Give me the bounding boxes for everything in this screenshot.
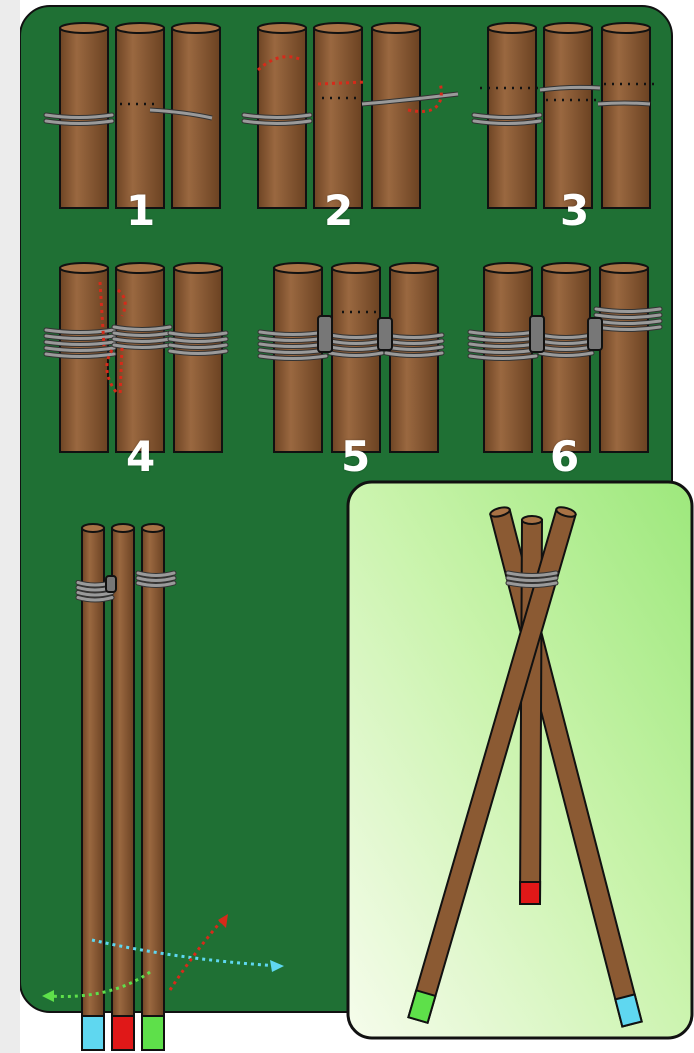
pole-top (600, 263, 648, 273)
frapping-turn (588, 318, 602, 350)
step-label-3: 3 (560, 190, 589, 232)
pole-top (258, 23, 306, 33)
tall-pole-tip-marker (112, 1016, 134, 1050)
tall-pole-tip-marker (142, 1016, 164, 1050)
leg-top (522, 516, 542, 524)
pole-top (116, 263, 164, 273)
pole-top (332, 263, 380, 273)
frapping-turn (378, 318, 392, 350)
step-label-1: 1 (126, 190, 155, 232)
pole-top (172, 23, 220, 33)
tall-pole (112, 524, 134, 1050)
pole-top (542, 263, 590, 273)
step-label-5: 5 (341, 436, 370, 478)
step-label-4: 4 (126, 436, 155, 478)
pole-body (544, 28, 592, 208)
pole-body (390, 268, 438, 452)
step-label-6: 6 (550, 436, 579, 478)
pole (314, 23, 362, 208)
tall-pole-tip-marker (82, 1016, 104, 1050)
pole-top (602, 23, 650, 33)
pole-top (544, 23, 592, 33)
pole-top (314, 23, 362, 33)
pole-top (390, 263, 438, 273)
pole-top (488, 23, 536, 33)
tall-pole-top (82, 524, 104, 532)
rope-end (598, 103, 650, 104)
pole (174, 263, 222, 452)
step-5-illustration (260, 263, 442, 452)
pole (116, 23, 164, 208)
pole (372, 23, 420, 208)
step-label-2: 2 (324, 190, 353, 232)
tall-pole (142, 524, 164, 1050)
pole-body (60, 268, 108, 452)
pole-top (116, 23, 164, 33)
frapping-turn (530, 316, 544, 352)
pole-body (174, 268, 222, 452)
pole-body (372, 28, 420, 208)
tall-pole-body (142, 528, 164, 1016)
pole-body (116, 28, 164, 208)
pole-body (314, 28, 362, 208)
pole-body (332, 268, 380, 452)
pole (602, 23, 650, 208)
tall-pole-top (142, 524, 164, 532)
pole-body (542, 268, 590, 452)
pole (600, 263, 648, 452)
pole-top (274, 263, 322, 273)
step-1-illustration (46, 23, 220, 208)
step-4-illustration (46, 263, 226, 452)
pole-top (372, 23, 420, 33)
pole-top (484, 263, 532, 273)
pole (544, 23, 592, 208)
tall-pole (82, 524, 104, 1050)
tall-pole-body (112, 528, 134, 1016)
tall-pole-top (112, 524, 134, 532)
step-3-illustration (474, 23, 660, 208)
pole (116, 263, 164, 452)
left-edge-strip (0, 0, 20, 1053)
pole-top (174, 263, 222, 273)
pole-body (602, 28, 650, 208)
frapping-turn (106, 576, 116, 592)
step-6-illustration (470, 263, 660, 452)
leg-tip-marker (520, 882, 540, 904)
pole-top (60, 23, 108, 33)
pole-body (172, 28, 220, 208)
frapping-turn (318, 316, 332, 352)
pole-top (60, 263, 108, 273)
pole-body (600, 268, 648, 452)
